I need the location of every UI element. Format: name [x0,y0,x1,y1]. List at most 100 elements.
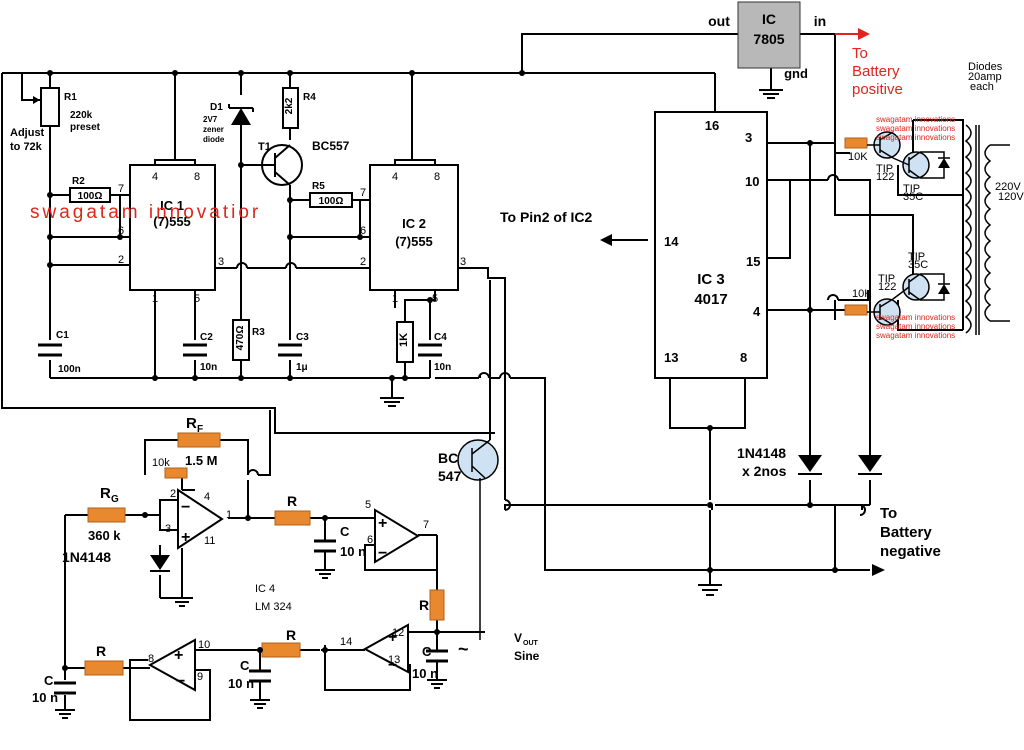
svg-text:R3: R3 [252,327,265,338]
svg-text:100n: 100n [58,364,81,375]
ground-symbol [250,699,270,709]
svg-text:C: C [340,524,350,539]
opamp-3: 12 13 14 + − [340,623,409,674]
svg-text:2V7: 2V7 [203,115,218,124]
svg-text:8: 8 [148,653,154,665]
svg-text:preset: preset [70,122,101,133]
svg-text:6: 6 [118,225,124,237]
svg-text:2k2: 2k2 [284,97,295,114]
svg-text:swagatam innovations: swagatam innovations [876,322,955,331]
svg-text:5: 5 [432,293,438,305]
svg-text:1: 1 [392,293,398,305]
svg-text:gnd: gnd [784,66,808,81]
svg-text:8: 8 [434,171,440,183]
svg-text:R4: R4 [303,92,316,103]
svg-text:R: R [287,493,297,509]
svg-text:120V: 120V [998,191,1024,203]
svg-text:4: 4 [753,304,761,319]
svg-text:R2: R2 [72,176,85,187]
svg-text:100Ω: 100Ω [78,191,103,202]
svg-text:TIP: TIP [903,183,920,195]
opamp-capacitors: C 10 n C 10 n C 10 n C 10 n [32,524,448,705]
svg-text:−: − [176,673,185,690]
svg-text:TIP: TIP [908,251,925,263]
svg-text:in: in [814,13,826,29]
battery-positive-label: To Battery positive [852,45,903,98]
svg-text:R1: R1 [64,92,77,103]
ground-symbol [427,679,447,689]
svg-text:negative: negative [880,543,941,560]
svg-text:13: 13 [664,350,678,365]
ic2-555: IC 2 (7)555 4 8 7 6 2 3 1 5 [360,164,466,305]
ground-symbol [759,89,783,99]
r1-preset: R1 220k preset Adjust to 72k [10,87,101,153]
svg-text:10K: 10K [852,288,872,300]
svg-text:Battery: Battery [880,524,932,541]
svg-text:122: 122 [878,281,896,293]
svg-text:Battery: Battery [852,63,900,80]
r4-resistor: 2k2 R4 [282,87,316,129]
svg-text:11: 11 [204,535,215,547]
svg-text:35C: 35C [908,259,928,271]
svg-text:4: 4 [392,171,398,183]
svg-text:Diodes: Diodes [968,61,1003,73]
ground-symbol [55,709,75,719]
svg-text:Sine: Sine [514,649,540,663]
svg-text:+: + [388,629,397,646]
svg-text:14: 14 [340,636,352,648]
opamp-4: 8 9 10 + − [147,638,213,692]
svg-text:10: 10 [745,174,759,189]
svg-text:V: V [514,631,522,645]
svg-text:1N4148: 1N4148 [62,549,111,565]
svg-text:IC 3: IC 3 [697,271,725,288]
svg-text:OUT: OUT [523,640,539,647]
svg-text:swagatam innovations: swagatam innovations [876,331,955,340]
svg-text:13: 13 [388,654,400,666]
svg-text:2: 2 [360,256,366,268]
svg-text:R: R [186,415,197,432]
svg-text:16: 16 [705,118,719,133]
svg-text:7: 7 [423,519,429,531]
svg-text:100Ω: 100Ω [319,196,344,207]
svg-text:−: − [181,499,190,516]
svg-text:10 n: 10 n [412,666,438,681]
svg-text:1: 1 [152,293,158,305]
transistor-bc547: BC 547 [438,439,499,640]
svg-text:to 72k: to 72k [10,141,43,153]
svg-text:1K: 1K [398,333,410,347]
svg-text:−: − [378,545,387,562]
svg-text:3: 3 [165,523,171,535]
svg-text:15: 15 [746,254,760,269]
svg-text:5: 5 [365,499,371,511]
svg-text:220k: 220k [70,110,93,121]
svg-text:To: To [852,45,868,62]
svg-text:swagatam innovations: swagatam innovations [876,115,955,124]
junction-dots [47,70,838,573]
svg-text:122: 122 [876,171,894,183]
r-1k-resistor: 1K [396,321,414,363]
svg-text:7: 7 [360,187,366,199]
ground-symbol [315,569,335,579]
svg-text:360 k: 360 k [88,528,121,543]
svg-text:IC 4: IC 4 [255,583,275,595]
svg-text:out: out [708,13,730,29]
svg-text:IC: IC [762,11,776,27]
svg-text:8: 8 [740,350,747,365]
opamp-junction-dots [62,512,440,671]
opamp-1: 2 2 3 4 11 1 − + [165,488,232,550]
svg-text:4: 4 [152,171,158,183]
svg-text:6: 6 [360,225,366,237]
c2-capacitor: C2 10n [183,332,217,373]
svg-text:(7)555: (7)555 [395,234,433,249]
svg-text:10: 10 [198,639,210,651]
svg-text:9: 9 [197,671,203,683]
svg-text:12: 12 [392,627,404,639]
svg-text:swagatam innovations: swagatam innovations [876,133,955,142]
r5-resistor: 100Ω R5 [309,181,353,208]
svg-text:~: ~ [458,639,469,659]
upper-wires [1,28,964,576]
opamp-2: 5 6 7 + − [365,499,429,564]
svg-text:BC557: BC557 [312,139,350,153]
svg-text:14: 14 [664,234,679,249]
svg-text:zener: zener [203,125,224,134]
